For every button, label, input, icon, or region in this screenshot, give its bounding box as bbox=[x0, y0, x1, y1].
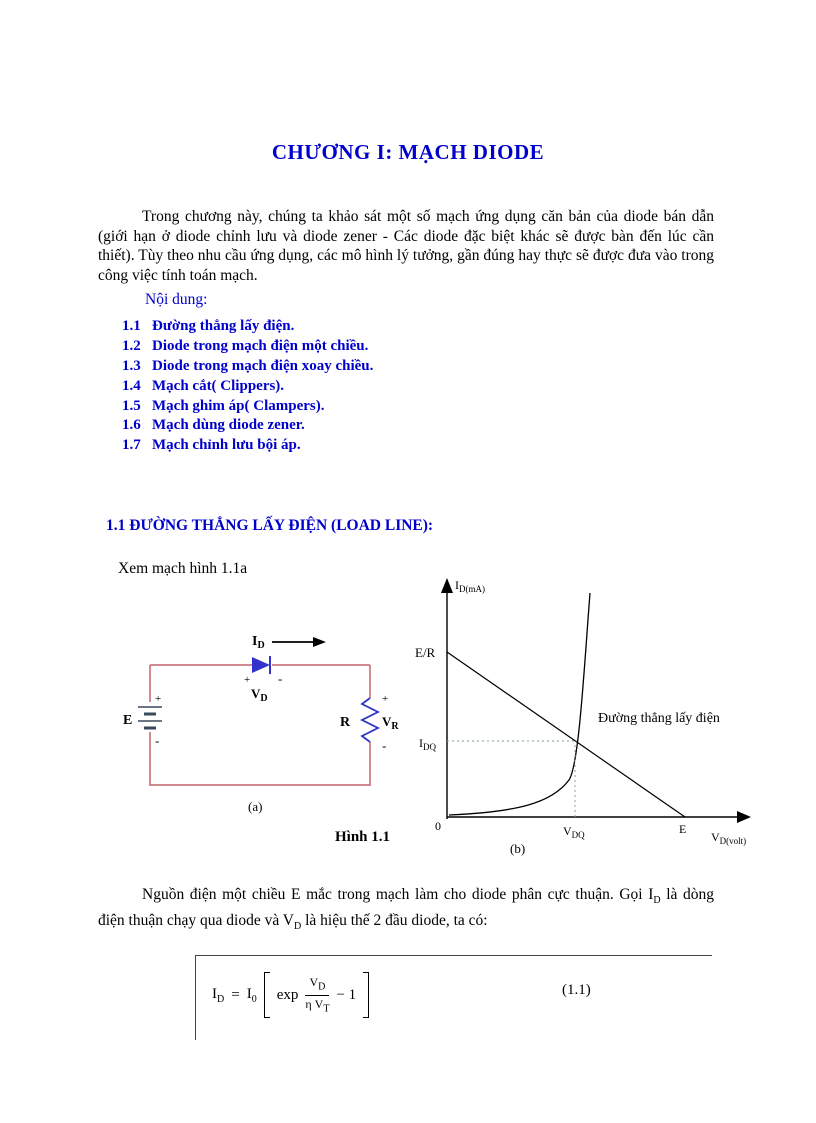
eq-denominator: η VT bbox=[305, 996, 329, 1016]
left-bracket bbox=[263, 972, 270, 1018]
body-paragraph: Nguồn điện một chiều E mắc trong mạch là… bbox=[98, 885, 714, 936]
eq-saturation-current: I0 bbox=[247, 986, 257, 1005]
source-plus-sign: + bbox=[155, 693, 161, 705]
resistor-voltage-label: VR bbox=[382, 714, 399, 732]
toc-item-1-5: 1.5 Mạch ghim áp( Clampers). bbox=[122, 396, 373, 416]
toc-label: Mạch ghim áp( Clampers). bbox=[152, 397, 325, 414]
vr-plus-sign: + bbox=[382, 693, 388, 705]
figure-sublabel-a: (a) bbox=[248, 799, 262, 814]
toc-item-1-7: 1.7 Mạch chỉnh lưu bội áp. bbox=[122, 436, 373, 456]
diode-voltage-label: VD bbox=[251, 686, 268, 704]
eq-equals: = bbox=[231, 986, 240, 1003]
resistor-label: R bbox=[340, 715, 351, 730]
vr-minus-sign: - bbox=[382, 738, 386, 753]
section-heading-load-line: 1.1 ĐƯỜNG THẲNG LẤY ĐIỆN (LOAD LINE): bbox=[106, 517, 434, 534]
intro-paragraph: Trong chương này, chúng ta khảo sát một … bbox=[98, 208, 714, 284]
text-run: I bbox=[212, 985, 217, 1002]
load-line bbox=[446, 651, 686, 818]
text-run: là dòng điện thuận chạy qua diode và V bbox=[98, 886, 715, 929]
y-axis bbox=[441, 578, 453, 819]
circuit-wires bbox=[149, 664, 371, 786]
subscript: D bbox=[217, 993, 225, 1005]
current-label: ID bbox=[252, 634, 265, 651]
toc-item-1-3: 1.3 Diode trong mạch điện xoay chiều. bbox=[122, 357, 373, 377]
toc-number: 1.7 bbox=[122, 437, 141, 454]
load-line-graph: ID(mA) E/R IDQ 0 VDQ E VD(volt) Đường th… bbox=[415, 578, 751, 856]
resistor-icon bbox=[359, 697, 381, 743]
eq-numerator: VD bbox=[305, 974, 330, 996]
eq-current-symbol: ID bbox=[212, 986, 224, 1005]
toc-number: 1.2 bbox=[122, 338, 141, 355]
toc-label: Mạch chỉnh lưu bội áp. bbox=[152, 437, 301, 454]
chapter-title: CHƯƠNG I: MẠCH DIODE bbox=[271, 140, 545, 164]
y-axis-label: ID(mA) bbox=[455, 578, 485, 594]
circuit-diagram: ID + - VD E + - R + VR - (a) bbox=[123, 634, 399, 814]
figure-reference-text: Xem mạch hình 1.1a bbox=[118, 560, 248, 577]
subscript: T bbox=[323, 1002, 330, 1014]
figure-caption: Hình 1.1 bbox=[335, 829, 391, 845]
diode-curve bbox=[448, 592, 591, 816]
text-run: V bbox=[309, 974, 319, 989]
toc-number: 1.6 bbox=[122, 417, 141, 434]
toc-item-1-1: 1.1 Đường thẳng lấy điện. bbox=[122, 317, 373, 337]
toc-label: Diode trong mạch điện xoay chiều. bbox=[152, 357, 374, 374]
toc-label: Diode trong mạch điện một chiều. bbox=[152, 338, 369, 355]
er-label: E/R bbox=[415, 645, 436, 660]
load-line-annotation: Đường thẳng lấy điện bbox=[598, 711, 720, 726]
equation-number: (1.1) bbox=[562, 982, 591, 998]
toc-heading: Nội dung: bbox=[145, 291, 208, 308]
equation-box: ID = I0 exp VD η VT − 1 (1.1) bbox=[195, 955, 712, 1040]
text-run: I bbox=[246, 985, 252, 1002]
toc-item-1-4: 1.4 Mạch cắt( Clippers). bbox=[122, 376, 373, 396]
subscript: 0 bbox=[251, 993, 257, 1005]
text-run: là hiệu thế 2 đầu diode, ta có: bbox=[301, 911, 488, 929]
toc-number: 1.4 bbox=[122, 377, 141, 394]
diode-anode-sign: + bbox=[244, 674, 250, 686]
toc-number: 1.3 bbox=[122, 357, 141, 374]
eq-exp: exp bbox=[276, 986, 299, 1003]
equation-1-1: ID = I0 exp VD η VT − 1 bbox=[212, 972, 370, 1018]
eq-fraction: VD η VT bbox=[305, 975, 329, 1016]
subscript: D bbox=[294, 920, 302, 932]
subscript: D bbox=[318, 981, 326, 992]
text-run: η V bbox=[305, 996, 324, 1011]
vdq-label: VDQ bbox=[563, 824, 585, 840]
subscript: D bbox=[653, 895, 661, 907]
toc-item-1-6: 1.6 Mạch dùng diode zener. bbox=[122, 416, 373, 436]
toc-label: Đường thẳng lấy điện. bbox=[152, 318, 295, 335]
x-axis bbox=[447, 811, 751, 823]
x-axis-label: VD(volt) bbox=[711, 830, 746, 846]
e-point-label: E bbox=[679, 822, 686, 836]
toc-label: Mạch cắt( Clippers). bbox=[152, 377, 285, 394]
idq-label: IDQ bbox=[419, 736, 436, 752]
toc-number: 1.1 bbox=[122, 318, 141, 335]
eq-minus-one: − 1 bbox=[336, 986, 357, 1003]
toc-item-1-2: 1.2 Diode trong mạch điện một chiều. bbox=[122, 337, 373, 357]
figure-sublabel-b: (b) bbox=[510, 841, 525, 856]
origin-label: 0 bbox=[435, 819, 441, 833]
text-run: Nguồn điện một chiều E mắc trong mạch là… bbox=[142, 886, 654, 903]
current-arrow-icon bbox=[272, 637, 326, 647]
toc-label: Mạch dùng diode zener. bbox=[152, 417, 305, 434]
toc-number: 1.5 bbox=[122, 397, 141, 414]
battery-icon bbox=[138, 706, 162, 730]
diode-icon bbox=[252, 656, 271, 674]
source-label: E bbox=[123, 713, 132, 728]
right-bracket bbox=[363, 972, 370, 1018]
diode-cathode-sign: - bbox=[278, 671, 282, 686]
source-minus-sign: - bbox=[155, 733, 159, 748]
